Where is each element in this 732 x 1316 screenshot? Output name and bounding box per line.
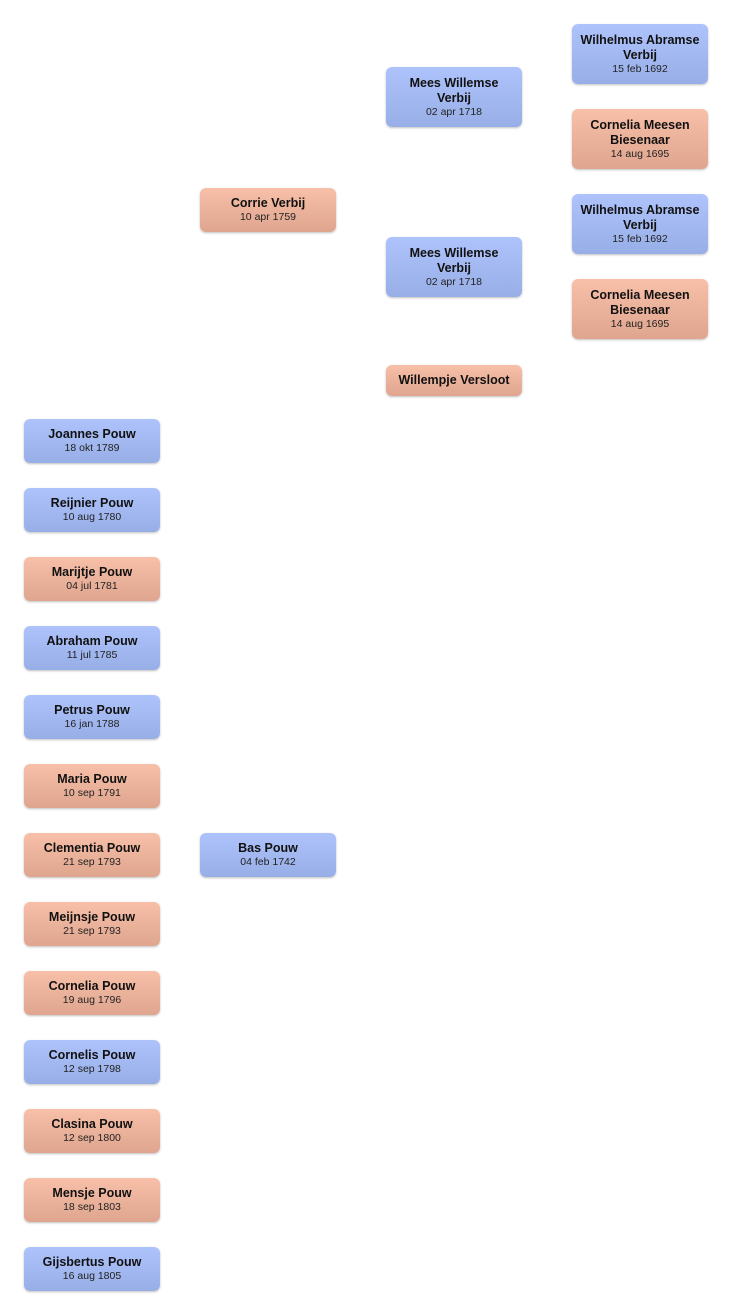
person-birth-date: 16 aug 1805 xyxy=(62,1270,122,1282)
person-birth-date: 21 sep 1793 xyxy=(63,925,121,937)
person-name: Corrie Verbij xyxy=(230,196,306,210)
person-birth-date: 18 sep 1803 xyxy=(63,1201,121,1213)
person-birth-date: 15 feb 1692 xyxy=(612,62,668,75)
person-birth-date: 02 apr 1718 xyxy=(425,275,483,288)
person-name: Maria Pouw xyxy=(57,772,127,786)
person-name: Cornelia Meesen Biesenaar xyxy=(590,117,690,147)
person-name: Petrus Pouw xyxy=(54,703,130,717)
person-name: Cornelia Meesen Biesenaar xyxy=(590,287,690,317)
person-birth-date: 11 jul 1785 xyxy=(66,649,118,661)
person-name: Wilhelmus Abramse Verbij xyxy=(580,202,700,232)
person-name: Joannes Pouw xyxy=(48,427,136,441)
person-birth-date: 12 sep 1798 xyxy=(63,1063,121,1075)
person-name: Cornelia Pouw xyxy=(48,979,136,993)
person-name: Reijnier Pouw xyxy=(50,496,134,510)
person-birth-date: 16 jan 1788 xyxy=(64,718,120,730)
person-birth-date: 19 aug 1796 xyxy=(62,994,122,1006)
person-name: Wilhelmus Abramse Verbij xyxy=(580,32,700,62)
person-birth-date: 18 okt 1789 xyxy=(64,442,120,454)
person-birth-date: 04 feb 1742 xyxy=(240,856,296,868)
person-birth-date: 04 jul 1781 xyxy=(66,580,118,592)
person-name: Mees Willemse Verbij xyxy=(409,245,499,275)
person-birth-date: 10 sep 1791 xyxy=(63,787,121,799)
person-birth-date: 10 apr 1759 xyxy=(239,211,297,223)
person-birth-date: 12 sep 1800 xyxy=(63,1132,121,1144)
person-birth-date: 21 sep 1793 xyxy=(63,856,121,868)
person-birth-date: 02 apr 1718 xyxy=(425,105,483,118)
person-name: Clasina Pouw xyxy=(51,1117,133,1131)
person-name: Abraham Pouw xyxy=(46,634,138,648)
person-name: Marijtje Pouw xyxy=(51,565,133,579)
person-name: Bas Pouw xyxy=(238,841,298,855)
person-name: Mensje Pouw xyxy=(52,1186,132,1200)
person-name: Mees Willemse Verbij xyxy=(409,75,499,105)
person-name: Clementia Pouw xyxy=(43,841,141,855)
person-name: Willempje Versloot xyxy=(398,373,510,387)
person-birth-date: 10 aug 1780 xyxy=(62,511,122,523)
person-card-willempje-versloot[interactable]: Willempje Versloot xyxy=(386,365,522,396)
person-name: Gijsbertus Pouw xyxy=(42,1255,142,1269)
person-name: Cornelis Pouw xyxy=(48,1048,136,1062)
person-birth-date: 14 aug 1695 xyxy=(610,147,670,160)
person-birth-date: 15 feb 1692 xyxy=(612,232,668,245)
person-birth-date: 14 aug 1695 xyxy=(610,317,670,330)
person-name: Meijnsje Pouw xyxy=(48,910,136,924)
